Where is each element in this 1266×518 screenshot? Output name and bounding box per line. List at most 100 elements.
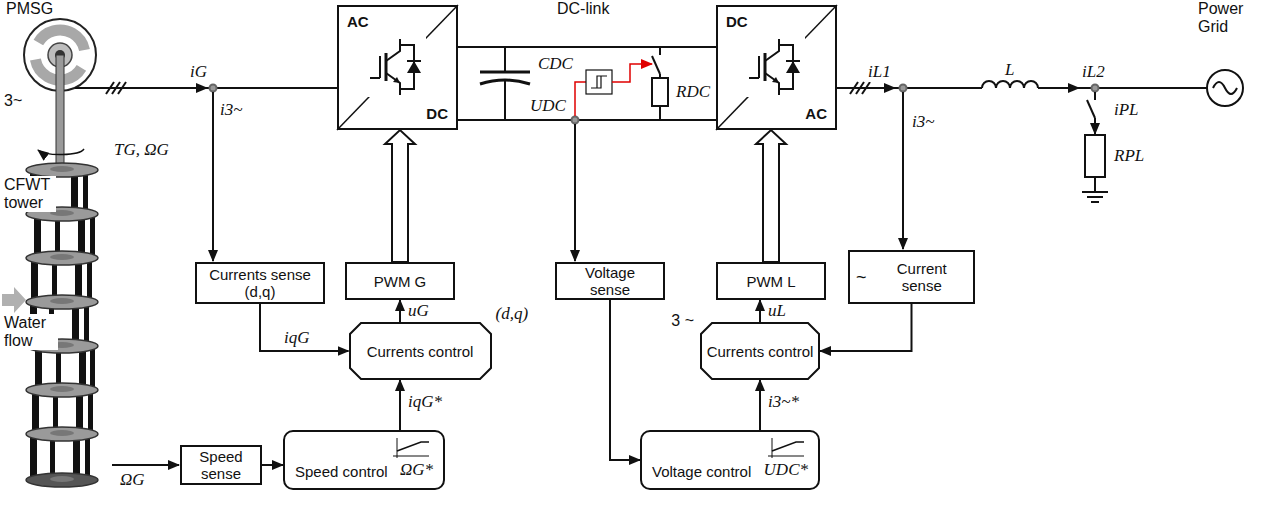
turbine-tower	[50, 254, 74, 260]
turbine-tower	[50, 298, 74, 304]
turbine-tower	[34, 217, 41, 255]
signal-name: L	[1003, 60, 1016, 80]
signal-name: iPL	[1112, 100, 1141, 120]
turbine-tower	[83, 173, 88, 211]
turbine-tower	[72, 305, 79, 343]
signal-name: ΩG	[118, 470, 147, 490]
turbine-tower	[85, 437, 90, 477]
node-label: Voltage sense	[563, 264, 657, 298]
node-label: Speed control	[295, 463, 388, 480]
dc-link	[458, 47, 716, 261]
grid-side-wires	[902, 92, 904, 249]
generator-wires	[212, 92, 214, 261]
generator	[24, 19, 96, 170]
turbine-tower	[50, 386, 74, 392]
water-flow-arrow	[2, 287, 26, 313]
turbine-tower	[35, 349, 42, 387]
turbine-tower	[75, 261, 82, 299]
turbine-tower	[50, 166, 74, 172]
grid-side-wires	[1094, 177, 1096, 192]
dc-link	[572, 117, 579, 124]
controller-icon	[766, 436, 806, 458]
signal-arrow	[759, 380, 761, 430]
dc-link	[458, 119, 716, 121]
signal-arrow	[399, 300, 401, 322]
signal-name: CDC	[536, 54, 575, 74]
part-name: PMSG	[4, 0, 55, 18]
turbine-tower	[32, 393, 39, 431]
dc-link	[574, 124, 576, 261]
signal-arrow	[820, 304, 912, 351]
grid-side-wires	[1207, 70, 1243, 106]
signal-name: i3~*	[766, 392, 801, 412]
converter-symbols	[716, 5, 837, 130]
turbine-tower	[50, 437, 55, 477]
node-label: DC	[426, 105, 448, 122]
generator-wires	[112, 464, 179, 466]
dc-link	[575, 82, 586, 116]
dc-link	[458, 46, 716, 48]
grid-side-wires	[884, 83, 896, 93]
node-label: PWM L	[746, 273, 795, 290]
turbine-tower	[50, 476, 74, 482]
grid-side-wires	[1082, 191, 1108, 193]
turbine-tower	[50, 430, 74, 436]
generator	[56, 55, 64, 170]
controller-icon	[391, 436, 431, 458]
signal-arrow	[262, 464, 283, 466]
grid-side-wires	[1087, 100, 1095, 118]
node-label: Current sense	[877, 260, 967, 294]
signal-name: iL2	[1080, 62, 1107, 82]
turbine-tower	[90, 349, 95, 387]
node-label: AC	[805, 105, 827, 122]
signal-arrow	[610, 300, 640, 460]
turbine-tower	[78, 217, 85, 255]
grid-side-wires	[1092, 85, 1099, 92]
turbine-tower	[84, 305, 89, 343]
turbine-tower	[56, 349, 61, 387]
node-label: AC	[347, 13, 369, 30]
turbine-tower	[87, 261, 92, 299]
generator-wires	[210, 85, 217, 92]
signal-name: uL	[766, 301, 788, 321]
turbine-tower	[26, 383, 98, 397]
turbine-tower	[26, 295, 98, 309]
dc-link	[586, 70, 612, 94]
turbine-tower	[30, 437, 37, 477]
grid-side-wires	[982, 81, 1038, 88]
block-arrow	[385, 130, 415, 262]
signal-name: uG	[406, 301, 431, 321]
dc-link	[480, 71, 530, 74]
turbine-tower	[73, 437, 80, 477]
turbine-tower	[90, 217, 95, 255]
grid-side-wires	[837, 70, 1243, 249]
generator-wires	[118, 82, 126, 94]
turbine-tower	[88, 393, 93, 431]
signal-name: RDC	[674, 82, 712, 102]
turbine-tower	[52, 261, 57, 299]
grid-side-wires	[1213, 82, 1237, 94]
controller-octagon: Currents control(d,q)	[349, 322, 492, 380]
turbine-tower	[31, 261, 38, 299]
signal-name: iqG	[282, 328, 312, 348]
node-label: 3 ~	[671, 312, 694, 329]
signal-name: iqG*	[406, 392, 444, 412]
turbine-tower	[55, 217, 60, 255]
part-name: DC-link	[555, 0, 611, 18]
grid-side-wires	[1087, 196, 1103, 198]
grid-side-wires	[900, 85, 907, 92]
converter-box: DCAC	[716, 5, 837, 130]
node-label: ~	[856, 269, 867, 286]
turbine-tower	[26, 163, 98, 177]
block-arrow	[756, 130, 786, 262]
signal-arrow	[399, 380, 401, 430]
part-name: CFWT tower	[2, 176, 56, 212]
converter-box: AC DC	[337, 5, 458, 130]
converter-symbols	[337, 5, 458, 130]
turbine-tower	[26, 251, 98, 265]
process-box: ~ Current sense	[848, 250, 975, 304]
grid-side-wires	[862, 82, 870, 94]
node-label: ΩG*	[400, 460, 433, 480]
dc-link	[612, 64, 652, 82]
